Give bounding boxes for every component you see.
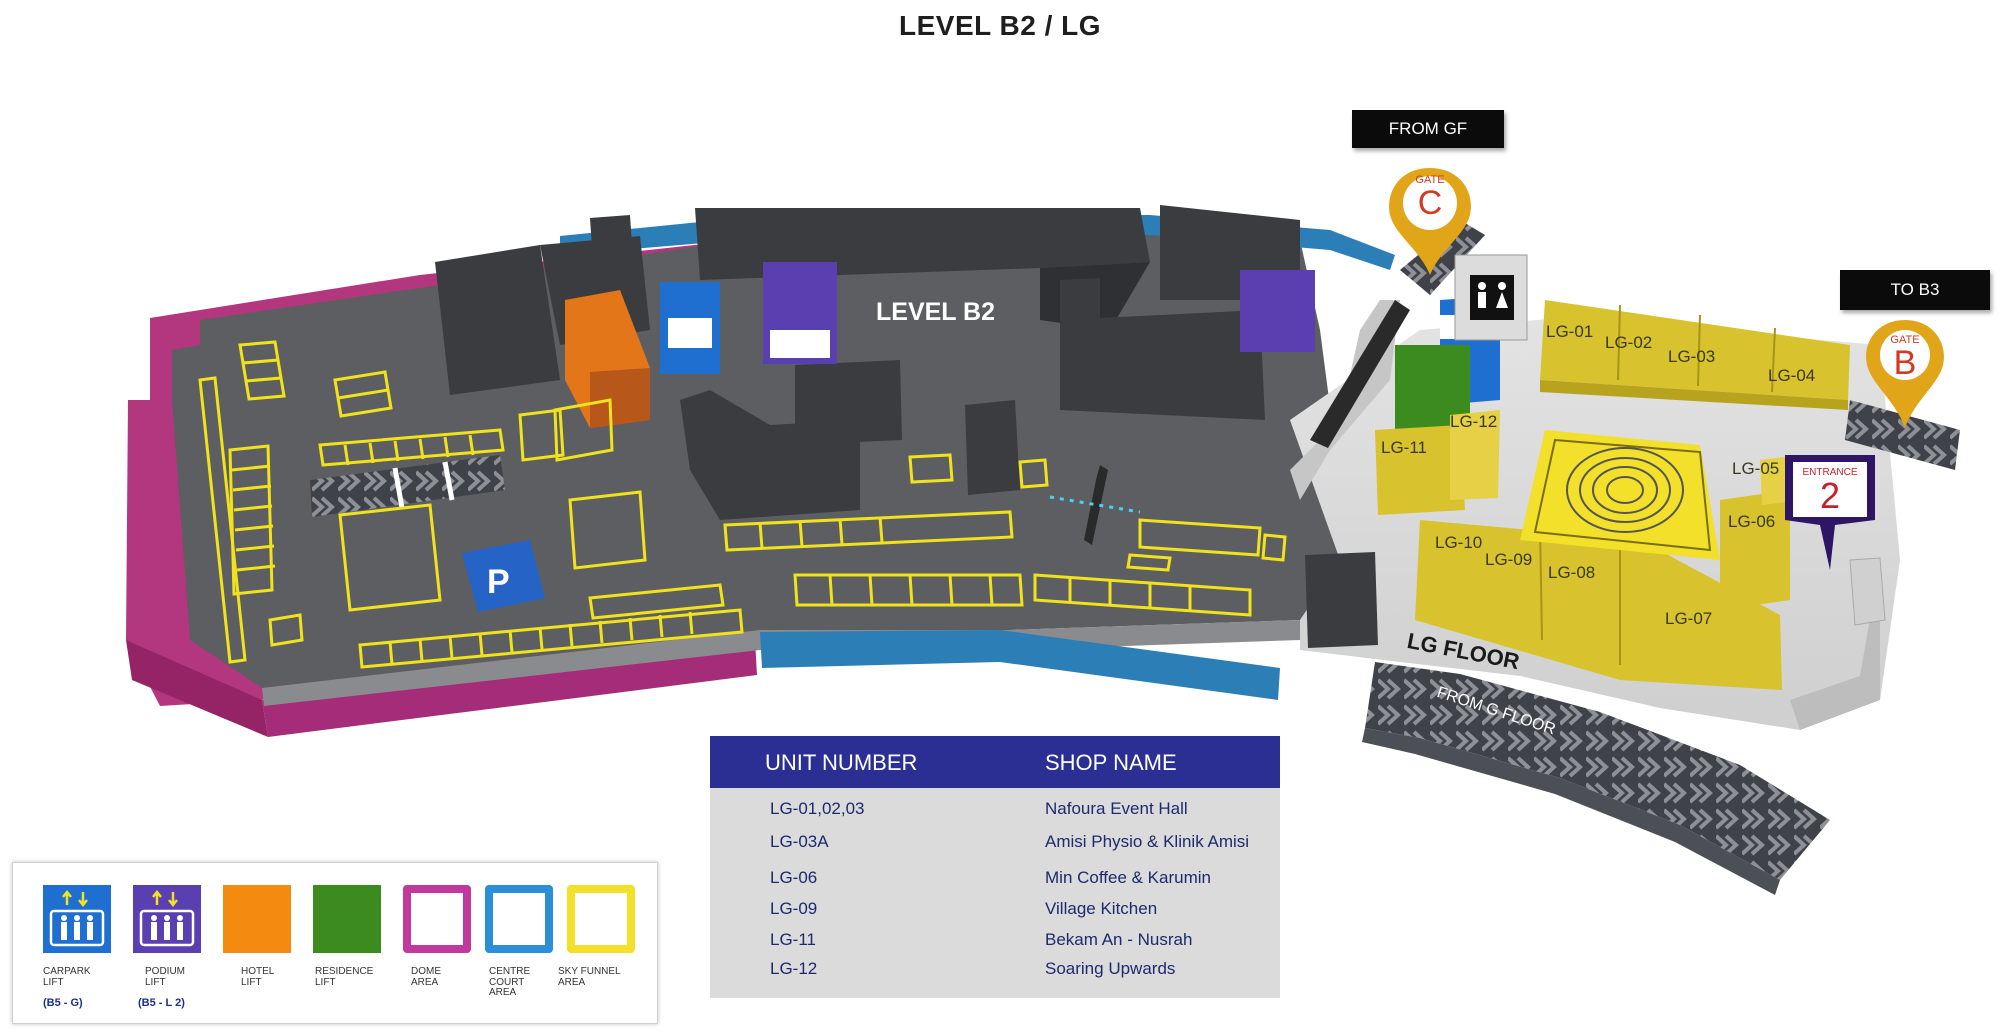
shop-name: Bekam An - Nusrah	[1045, 930, 1193, 949]
shop-name: Min Coffee & Karumin	[1045, 868, 1211, 887]
directory-row: LG-09 Village Kitchen	[710, 899, 1280, 927]
legend-hotel-lift	[223, 885, 299, 953]
shop-name: Soaring Upwards	[1045, 959, 1176, 978]
ramp-internal	[310, 455, 505, 517]
residence-lift-block	[1395, 345, 1470, 430]
svg-text:P: P	[487, 563, 510, 601]
dome-area-swatch	[403, 885, 471, 953]
legend-dome-area	[403, 885, 479, 953]
to-b3-tag: TO B3	[1840, 270, 1990, 310]
shop-name-header: SHOP NAME	[1045, 750, 1177, 775]
from-gf-tag: FROM GF	[1352, 110, 1504, 148]
shop-name: Village Kitchen	[1045, 899, 1158, 918]
shop-directory: UNIT NUMBER SHOP NAME LG-01,02,03 Nafour…	[710, 736, 1280, 998]
directory-row: LG-11 Bekam An - Nusrah	[710, 930, 1280, 958]
parking-icon: P	[462, 540, 545, 612]
directory-row: LG-03A Amisi Physio & Klinik Amisi	[710, 832, 1280, 860]
unit-number: LG-06	[770, 868, 818, 887]
legend-range: (B5 - L 2)	[138, 997, 185, 1009]
level-b2-label: LEVEL B2	[876, 298, 996, 326]
unit-number: LG-12	[770, 959, 818, 978]
unit-number: LG-11	[770, 930, 816, 949]
shop-name: Nafoura Event Hall	[1045, 799, 1188, 818]
directory-row: LG-12 Soaring Upwards	[710, 959, 1280, 987]
unit-label: LG-12	[1450, 412, 1498, 431]
unit-label: LG-04	[1768, 366, 1816, 385]
unit-number: LG-01,02,03	[770, 799, 865, 818]
parking-bays	[198, 340, 1287, 669]
gate-b-pin	[1866, 320, 1944, 428]
lift-icon	[133, 885, 201, 953]
sky-funnel-area	[1520, 430, 1720, 560]
ramp-gate-b	[1845, 400, 1960, 470]
podium-lift-block	[763, 262, 1315, 364]
unit-number-header: UNIT NUMBER	[765, 750, 918, 775]
unit-label: LG-07	[1665, 609, 1713, 628]
page-title: LEVEL B2 / LG	[898, 10, 1102, 41]
unit-label: LG-06	[1728, 512, 1776, 531]
unit-label: LG-02	[1605, 333, 1653, 352]
legend-centre-court-area	[485, 885, 561, 953]
shop-name: Amisi Physio & Klinik Amisi	[1045, 832, 1250, 851]
unit-label: LG-03	[1668, 347, 1716, 366]
lg-units	[1375, 300, 1850, 690]
unit-label: LG-01	[1546, 322, 1594, 341]
centre-court-swatch	[485, 885, 553, 953]
unit-label: LG-11	[1381, 438, 1427, 457]
unit-number: LG-09	[770, 899, 818, 918]
legend-sky-funnel-area	[567, 885, 643, 953]
entrance-2-label: ENTRANCE 2	[1802, 467, 1858, 516]
directory-row: LG-06 Min Coffee & Karumin	[710, 868, 1280, 896]
hotel-lift-swatch	[223, 885, 291, 953]
entrance-2-pin	[1785, 455, 1875, 570]
toilets	[1454, 254, 1528, 341]
ramp-from-g-floor	[1362, 662, 1830, 895]
lift-icon	[43, 885, 111, 953]
sky-funnel-swatch	[567, 885, 635, 953]
legend-podium-lift	[133, 885, 209, 958]
residence-lift-swatch	[313, 885, 381, 953]
legend-range: (B5 - G)	[43, 997, 83, 1009]
unit-number: LG-03A	[770, 832, 829, 851]
gate-b-label: GATE B	[1890, 334, 1920, 382]
gate-c-pin	[1389, 168, 1471, 275]
unit-label: LG-09	[1485, 550, 1533, 569]
unit-label: LG-05	[1732, 459, 1780, 478]
unit-label: LG-08	[1548, 563, 1596, 582]
directory-row: LG-01,02,03 Nafoura Event Hall	[710, 799, 1280, 827]
directory-header: UNIT NUMBER SHOP NAME	[710, 736, 1280, 788]
legend-carpark-lift	[43, 885, 119, 958]
gate-c-label: GATE C	[1415, 174, 1445, 222]
building-blocks	[435, 205, 1378, 648]
legend-residence-lift	[313, 885, 389, 953]
ramp-gate-c	[1400, 220, 1485, 295]
unit-label: LG-10	[1435, 533, 1483, 552]
